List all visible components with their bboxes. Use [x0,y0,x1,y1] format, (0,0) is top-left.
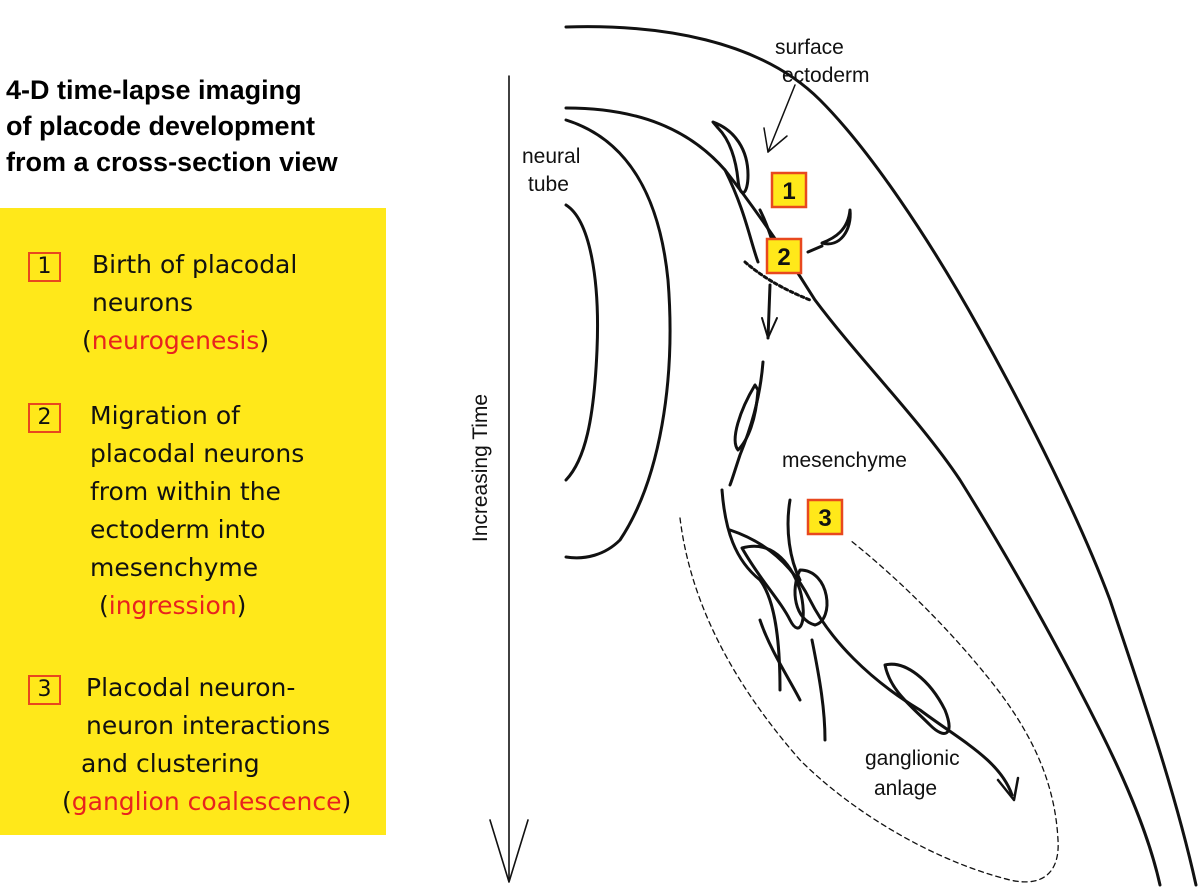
surface-ectoderm-pointer-head [763,127,788,153]
label-surface: surface [775,36,844,59]
step-3-term-line: (ganglion coalescence) [62,783,351,821]
neuron-cluster-e [810,638,827,742]
label-neural: neural [522,145,580,168]
step-1-term-line: (neurogenesis) [82,322,297,360]
page-title: 4-D time-lapse imaging of placode develo… [6,72,406,180]
step-2-line-2: placodal neurons [90,439,305,468]
migration-arrowhead [761,317,778,339]
step-3-number-box: 3 [28,675,61,705]
paren-open: ( [99,591,109,620]
ingressing-neuron-body [733,383,760,452]
neuron-cluster-d [758,618,802,702]
coalescing-neuron-1 [720,488,782,692]
label-ganglionic: ganglionic [865,747,960,770]
steps-panel [0,208,386,835]
placode-ectoderm-line [723,168,760,264]
time-axis-label: Increasing Time [469,394,492,542]
label-ectoderm: ectoderm [782,64,870,87]
migrating-neuron-process [766,283,772,340]
neuron-birth-1 [711,120,750,194]
step-1-line-2: neurons [92,288,193,317]
coalescing-neuron-2 [728,528,1014,797]
paren-close: ) [259,326,270,355]
step-3-line-3: and clustering [81,749,260,778]
title-line-3: from a cross-section view [6,147,338,177]
neuron-birth-2-process [806,244,824,254]
neuron-cluster-c [786,498,802,582]
basal-lamina-break [743,260,812,302]
step-3-line-1: Placodal neuron- [86,673,296,702]
neuron-cluster-f [883,662,951,735]
neuron-birth-2 [820,208,852,246]
marker-3: 3 [806,498,844,536]
step-3-text: Placodal neuron- neuron interactions and… [62,669,351,821]
neuron-cluster-a [740,544,805,630]
step-1-text: Birth of placodal neurons (neurogenesis) [82,246,298,360]
paren-open: ( [82,326,92,355]
step-2-line-5: mesenchyme [90,553,259,582]
ganglionic-anlage-outline [679,517,1059,883]
embryo-outer-surface [564,25,1198,887]
step-3-line-2: neuron interactions [86,711,331,740]
ganglion-arrowhead [996,776,1020,802]
step-2-line-1: Migration of [90,401,240,430]
step-2-term-line: (ingression) [99,587,304,625]
step-2-term: ingression [108,591,237,620]
step-2-number-box: 2 [28,403,61,433]
step-2-line-3: from within the [90,477,281,506]
neuron-cluster-b [793,568,829,627]
time-axis-arrowhead [489,819,529,883]
ingressing-neuron-process [728,360,765,487]
marker-2-label: 2 [777,244,790,271]
title-line-1: 4-D time-lapse imaging [6,75,302,105]
neural-tube-outer [564,118,672,560]
step-2-line-4: ectoderm into [90,515,266,544]
neural-tube-lumen [564,203,599,482]
paren-close: ) [236,591,247,620]
marker-3-label: 3 [818,505,831,532]
step-3-term: ganglion coalescence [71,787,342,816]
title-line-2: of placode development [6,111,316,141]
surface-ectoderm-pointer [767,84,796,153]
label-mesenchyme: mesenchyme [782,449,907,472]
label-tube: tube [528,173,569,196]
step-2-text: Migration of placodal neurons from withi… [90,397,304,625]
paren-open: ( [62,787,72,816]
marker-1: 1 [770,171,808,209]
label-anlage: anlage [874,777,937,800]
marker-2: 2 [765,237,803,275]
step-1-term: neurogenesis [91,326,260,355]
marker-1-label: 1 [782,178,795,205]
step-1-number-box: 1 [28,252,61,282]
paren-close: ) [341,787,352,816]
step-1-line-1: Birth of placodal [92,250,298,279]
ectoderm-inner-edge [564,106,1162,887]
